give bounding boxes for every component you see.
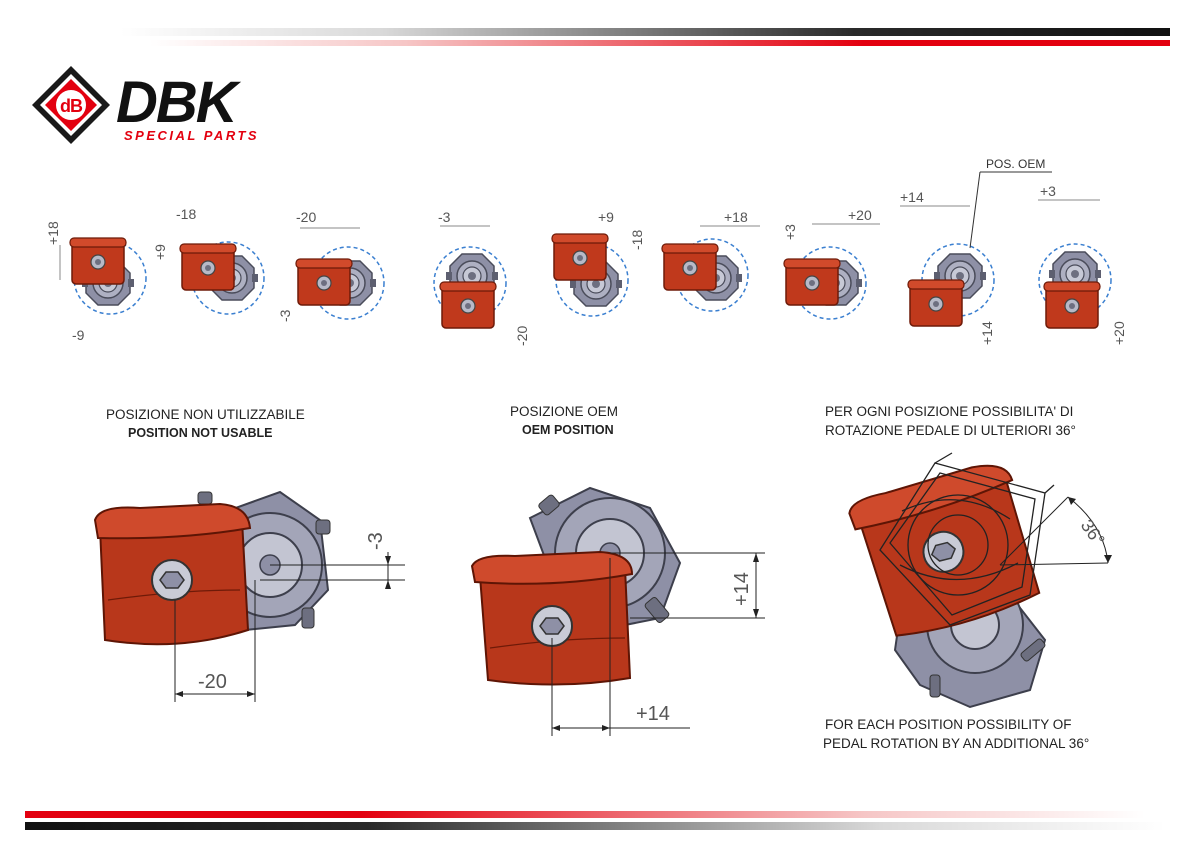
thumb-8-offset-x: +14 <box>900 189 924 205</box>
dim-vertical: -3 <box>260 532 405 589</box>
dim-v-label: -3 <box>365 532 387 550</box>
thumb-7-offset-x: +20 <box>848 207 872 223</box>
thumb-3-offset-x: -20 <box>296 209 316 225</box>
brand-tagline: SPECIAL PARTS <box>124 128 259 143</box>
dim-h-label: -20 <box>198 671 227 693</box>
detail-oem: +14 +14 <box>470 486 765 736</box>
position-thumbnails: +18 -9 -18 +9 -20 -3 -3 -20 +9 -18 <box>45 157 1127 346</box>
dim-h-label: +14 <box>636 703 670 725</box>
detail-not-usable: -20 -3 <box>93 490 405 702</box>
caption-not-usable-it: POSIZIONE NON UTILIZZABILE <box>106 407 305 422</box>
thumbnail-5: +9 -18 <box>551 209 645 317</box>
caption-oem-it: POSIZIONE OEM <box>510 404 619 419</box>
brand-name: DBK <box>116 70 242 135</box>
thumbnail-8-oem: +14 +14 POS. OEM <box>900 157 1052 345</box>
rotated-outline <box>879 452 1055 626</box>
thumbnail-7: +20 +3 <box>782 207 880 320</box>
thumbnail-3: -20 -3 <box>277 209 385 322</box>
svg-text:B: B <box>70 96 83 116</box>
caption-rotation-it: PER OGNI POSIZIONE POSSIBILITA' DI ROTAZ… <box>825 404 1076 438</box>
thumbnail-9: +3 +20 <box>1038 183 1127 345</box>
caption-oem-en: OEM POSITION <box>522 423 614 437</box>
thumb-5-offset-x: +9 <box>598 209 614 225</box>
thumbnail-1: +18 -9 <box>45 221 147 343</box>
thumb-3-offset-y: -3 <box>277 309 293 322</box>
thumb-7-offset-y: +3 <box>782 224 798 240</box>
thumb-4-offset-y: -20 <box>514 326 530 346</box>
dim-horizontal: -20 <box>174 580 256 702</box>
thumb-6-offset-x: +18 <box>724 209 748 225</box>
thumbnail-2: -18 +9 <box>152 206 265 315</box>
thumb-2-offset-x: -18 <box>176 206 196 222</box>
thumb-9-offset-x: +3 <box>1040 183 1056 199</box>
thumbnail-4: -3 -20 <box>433 209 530 346</box>
thumb-5-offset-y: -18 <box>629 230 645 250</box>
dim-vertical: +14 <box>610 552 765 619</box>
thumbnail-6: +18 <box>661 209 760 312</box>
caption-rotation-en: FOR EACH POSITION POSSIBILITY OF PEDAL R… <box>823 717 1090 751</box>
dim-horizontal: +14 <box>551 558 690 736</box>
reservoir-cap-red <box>93 502 252 646</box>
dbk-logo: d B DBK SPECIAL PARTS <box>32 66 259 144</box>
detail-rotation: 36° <box>848 452 1112 709</box>
thumb-1-offset-x: -9 <box>72 327 85 343</box>
caption-oem: POSIZIONE OEM OEM POSITION <box>510 402 618 440</box>
bottom-stripe <box>25 811 1165 830</box>
svg-text:d: d <box>60 96 71 116</box>
caption-not-usable-en: POSITION NOT USABLE <box>128 426 273 440</box>
caption-not-usable: POSIZIONE NON UTILIZZABILE POSITION NOT … <box>106 405 305 443</box>
thumb-1-offset-y: +18 <box>45 221 61 245</box>
reservoir-cap-red <box>470 550 634 686</box>
dbk-emblem-icon: d B <box>32 66 110 144</box>
dim-v-label: +14 <box>731 572 753 606</box>
thumb-9-offset-y: +20 <box>1111 321 1127 345</box>
thumb-2-offset-y: +9 <box>152 244 168 260</box>
thumb-4-offset-x: -3 <box>438 209 451 225</box>
top-stripe <box>120 28 1170 46</box>
oem-position-label: POS. OEM <box>986 157 1045 171</box>
thumb-8-offset-y: +14 <box>979 321 995 345</box>
